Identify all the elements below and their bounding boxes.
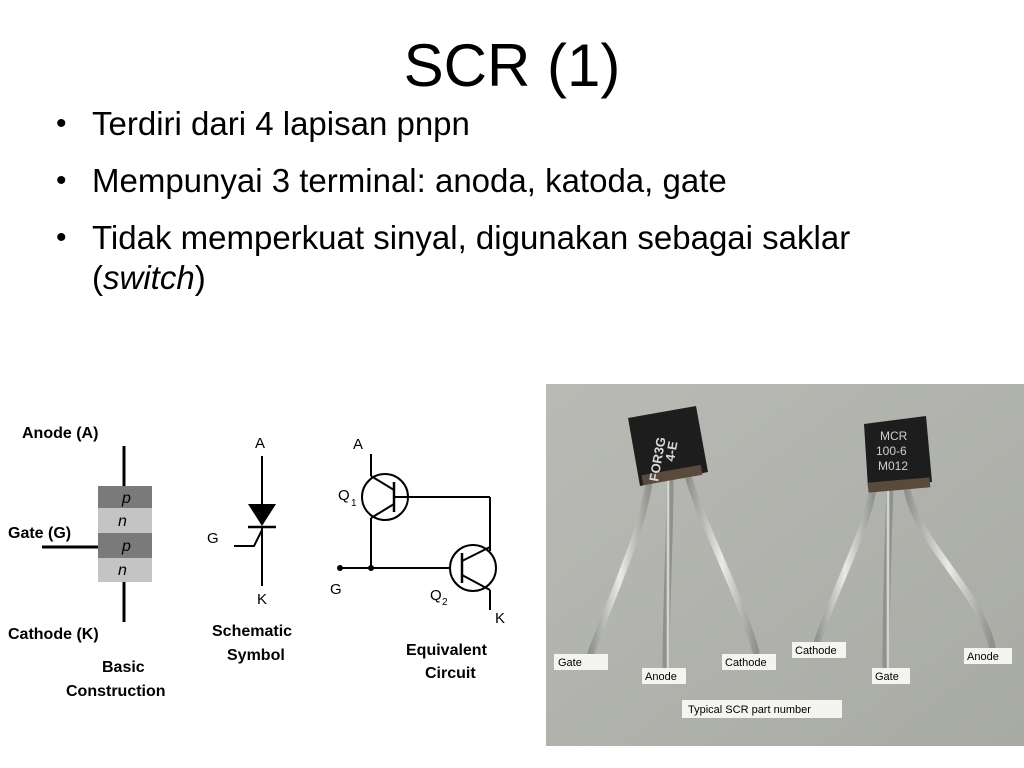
bullet-item: • Mempunyai 3 terminal: anoda, katoda, g… xyxy=(50,161,950,201)
layer-label-n1: n xyxy=(118,513,127,530)
bullet-text: Tidak memperkuat sinyal, digunakan sebag… xyxy=(92,219,851,296)
q1-collector xyxy=(370,503,395,519)
layer-label-p2: p xyxy=(121,538,131,555)
gate-node-dot xyxy=(337,565,343,571)
label-bg-gate-right xyxy=(872,668,910,684)
cathode-label: Cathode (K) xyxy=(8,626,99,643)
left-marking-line2: 4-E xyxy=(662,440,680,463)
label-bg-cathode-right xyxy=(792,642,846,658)
bullet-dot: • xyxy=(56,221,67,254)
scr-photo: FOR3G 4-E MCR 100-6 M012 Gate Anode Cath… xyxy=(546,384,1024,746)
label-gate-right: Gate xyxy=(875,671,899,683)
symbol-g-label: G xyxy=(207,530,219,547)
basic-caption-line2: Construction xyxy=(66,683,166,700)
scr-diagram: Anode (A) p n p n Gate (G) Cathode (K) B… xyxy=(8,425,505,700)
schematic-symbol: A G K Schematic Symbol xyxy=(207,435,292,664)
equivalent-circuit: A Q 1 G Q 2 K Equivalent Circuit xyxy=(330,436,505,682)
right-transistor: MCR 100-6 M012 xyxy=(812,416,996,670)
basic-construction: Anode (A) p n p n Gate (G) Cathode (K) B… xyxy=(8,425,166,700)
layer-p1 xyxy=(98,486,152,508)
symbol-diode-triangle xyxy=(248,504,276,526)
caption-bg xyxy=(682,700,842,718)
photo-caption: Typical SCR part number xyxy=(688,704,811,716)
left-package-base xyxy=(641,464,703,486)
q1-emitter xyxy=(370,475,395,491)
photo-labels: Gate Anode Cathode Cathode Gate Anode Ty… xyxy=(554,642,1012,718)
slide-title: SCR (1) xyxy=(403,32,621,99)
layer-n2 xyxy=(98,558,152,582)
q1-subscript: 1 xyxy=(351,498,357,509)
label-bg-anode-left xyxy=(642,668,686,684)
right-marking-line1: MCR xyxy=(880,429,908,443)
equiv-g-label: G xyxy=(330,581,342,598)
equiv-a-label: A xyxy=(353,436,363,453)
label-anode-right: Anode xyxy=(967,651,999,663)
equiv-caption-line2: Circuit xyxy=(425,665,476,682)
bullet-dot: • xyxy=(56,164,67,197)
equiv-k-label: K xyxy=(495,610,505,627)
basic-caption-line1: Basic xyxy=(102,659,145,676)
label-bg-gate-left xyxy=(554,654,608,670)
label-bg-cathode-left xyxy=(722,654,776,670)
symbol-a-label: A xyxy=(255,435,265,452)
q2-label: Q xyxy=(430,587,442,604)
left-lead-1 xyxy=(586,472,654,660)
label-cathode-right: Cathode xyxy=(795,645,837,657)
label-cathode-left: Cathode xyxy=(725,657,767,669)
layer-p2 xyxy=(98,533,152,558)
bullet-italic-text: switch xyxy=(103,259,195,296)
equiv-caption-line1: Equivalent xyxy=(406,642,488,659)
layer-n1 xyxy=(98,508,152,533)
q2-collector xyxy=(461,546,491,562)
symbol-k-label: K xyxy=(257,591,267,608)
right-package-base xyxy=(867,477,931,493)
bullet-dot: • xyxy=(56,107,67,140)
layer-label-n2: n xyxy=(118,562,127,579)
symbol-caption-line1: Schematic xyxy=(212,623,292,640)
bullet-text: Terdiri dari 4 lapisan pnpn xyxy=(92,105,470,142)
label-gate-left: Gate xyxy=(558,657,582,669)
right-lead-1 xyxy=(812,480,878,650)
label-anode-left: Anode xyxy=(645,671,677,683)
right-lead-2 xyxy=(882,482,894,670)
bullet-list: • Terdiri dari 4 lapisan pnpn • Mempunya… xyxy=(50,104,950,315)
left-package xyxy=(628,406,708,486)
right-marking-line2: 100-6 xyxy=(876,444,907,458)
symbol-caption-line2: Symbol xyxy=(227,647,285,664)
right-marking-line3: M012 xyxy=(878,459,908,473)
bullet-text-end: ) xyxy=(194,259,206,296)
bullet-text: Mempunyai 3 terminal: anoda, katoda, gat… xyxy=(92,162,727,199)
left-lead-3 xyxy=(684,472,760,656)
q2-emitter xyxy=(461,574,491,591)
bullet-item: • Tidak memperkuat sinyal, digunakan seb… xyxy=(50,218,950,298)
q2-subscript: 2 xyxy=(442,597,448,608)
left-lead-2 xyxy=(662,474,674,670)
bullet-item: • Terdiri dari 4 lapisan pnpn xyxy=(50,104,950,144)
anode-label: Anode (A) xyxy=(22,425,98,442)
q1-label: Q xyxy=(338,487,350,504)
photo-background xyxy=(546,384,1024,746)
symbol-gate-line xyxy=(234,529,263,547)
junction-dot xyxy=(368,565,374,571)
right-package xyxy=(864,416,932,488)
label-bg-anode-right xyxy=(964,648,1012,664)
q2-transistor xyxy=(449,544,497,592)
left-transistor: FOR3G 4-E xyxy=(586,406,760,670)
right-lead-3 xyxy=(902,480,996,650)
layer-label-p1: p xyxy=(121,490,131,507)
gate-label: Gate (G) xyxy=(8,525,71,542)
